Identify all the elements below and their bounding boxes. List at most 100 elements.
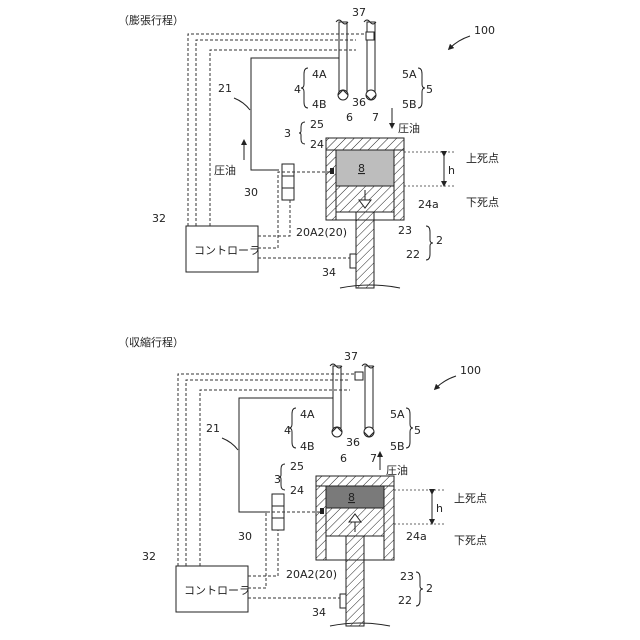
label-20: 20A2(20) xyxy=(286,568,337,581)
brace-4 xyxy=(289,408,296,448)
oil-label-right: 圧油 xyxy=(398,121,420,135)
leader-21 xyxy=(222,438,238,450)
panel-expansion: （膨張行程） 100 37 4A 4 4B 5A 5 5B 36 6 7 圧油 xyxy=(118,6,499,288)
brace-5 xyxy=(406,408,413,448)
label-2: 2 xyxy=(426,582,433,595)
label-4A: 4A xyxy=(312,68,327,81)
intake-pipe xyxy=(339,22,347,92)
label-tdc: 上死点 xyxy=(454,492,487,505)
label-30: 30 xyxy=(238,530,252,543)
label-7: 7 xyxy=(370,452,377,465)
label-23: 23 xyxy=(400,570,414,583)
check-valve-5b xyxy=(366,90,376,100)
controller-label: コントローラ xyxy=(194,244,260,257)
reference-leader xyxy=(436,376,456,388)
label-5B: 5B xyxy=(390,440,405,453)
sensor-37 xyxy=(366,32,374,40)
brace-3 xyxy=(299,122,305,144)
label-4B: 4B xyxy=(312,98,327,111)
exhaust-pipe xyxy=(365,366,373,428)
brace-2 xyxy=(416,572,423,606)
intake-pipe xyxy=(333,366,341,428)
label-2: 2 xyxy=(436,234,443,247)
brace-5 xyxy=(418,68,425,108)
check-valve-5b xyxy=(364,427,374,437)
label-bdc: 下死点 xyxy=(454,534,487,547)
cylinder-head xyxy=(316,476,394,486)
cylinder-wall-left xyxy=(326,150,336,220)
reference-number: 100 xyxy=(460,364,481,377)
label-3: 3 xyxy=(274,473,281,486)
reference-leader xyxy=(450,36,470,48)
label-20: 20A2(20) xyxy=(296,226,347,239)
rod-22 xyxy=(346,536,364,626)
label-7: 7 xyxy=(372,111,379,124)
label-24a: 24a xyxy=(418,198,439,211)
label-25: 25 xyxy=(310,118,324,131)
brace-4 xyxy=(301,68,308,108)
label-4B: 4B xyxy=(300,440,315,453)
label-4A: 4A xyxy=(300,408,315,421)
signal-line-30 xyxy=(258,200,290,236)
chamber-8 xyxy=(326,486,384,508)
label-32: 32 xyxy=(142,550,156,563)
label-5B: 5B xyxy=(402,98,417,111)
sensor-37 xyxy=(355,372,363,380)
label-8: 8 xyxy=(358,162,365,175)
panel-contraction: （収縮行程） 100 37 4A 4 4B 5A 5 5B 36 6 7 圧油 … xyxy=(118,335,487,626)
label-tdc: 上死点 xyxy=(466,152,499,165)
panel-title: （膨張行程） xyxy=(118,13,184,27)
label-5: 5 xyxy=(414,424,421,437)
sensor-34 xyxy=(350,254,356,268)
label-21: 21 xyxy=(218,82,232,95)
label-4: 4 xyxy=(294,83,301,96)
check-valve-4b xyxy=(332,427,342,437)
controller-label: コントローラ xyxy=(184,584,250,597)
cylinder-head xyxy=(326,138,404,150)
oil-label-left: 圧油 xyxy=(214,163,236,177)
panel-title: （収縮行程） xyxy=(118,335,184,349)
label-6: 6 xyxy=(340,452,347,465)
label-3: 3 xyxy=(284,127,291,140)
label-5A: 5A xyxy=(402,68,417,81)
sensor-34 xyxy=(340,594,346,608)
label-34: 34 xyxy=(312,606,326,619)
oil-label-right: 圧油 xyxy=(386,463,408,477)
label-21: 21 xyxy=(206,422,220,435)
brace-2 xyxy=(426,226,433,260)
label-h: h xyxy=(448,164,455,177)
label-22: 22 xyxy=(398,594,412,607)
brace-3 xyxy=(279,464,285,490)
cylinder-wall-left xyxy=(316,486,326,560)
label-36: 36 xyxy=(346,436,360,449)
check-valve-4b xyxy=(338,90,348,100)
label-36: 36 xyxy=(352,96,366,109)
label-32: 32 xyxy=(152,212,166,225)
signal-line-30 xyxy=(248,530,278,576)
sensor-20 xyxy=(330,168,334,174)
chamber-8 xyxy=(336,150,394,186)
label-22: 22 xyxy=(406,248,420,261)
label-5A: 5A xyxy=(390,408,405,421)
label-37: 37 xyxy=(352,6,366,19)
label-h: h xyxy=(436,502,443,515)
label-37: 37 xyxy=(344,350,358,363)
label-24: 24 xyxy=(290,484,304,497)
label-30: 30 xyxy=(244,186,258,199)
cylinder-wall-right xyxy=(384,486,394,560)
label-34: 34 xyxy=(322,266,336,279)
sensor-20 xyxy=(320,508,324,514)
label-8: 8 xyxy=(348,491,355,504)
label-5: 5 xyxy=(426,83,433,96)
reference-number: 100 xyxy=(474,24,495,37)
label-24: 24 xyxy=(310,138,324,151)
label-25: 25 xyxy=(290,460,304,473)
rod-22 xyxy=(356,212,374,288)
leader-21 xyxy=(234,98,250,110)
label-bdc: 下死点 xyxy=(466,196,499,209)
label-23: 23 xyxy=(398,224,412,237)
label-4: 4 xyxy=(284,424,291,437)
valve-30 xyxy=(282,164,294,200)
label-6: 6 xyxy=(346,111,353,124)
